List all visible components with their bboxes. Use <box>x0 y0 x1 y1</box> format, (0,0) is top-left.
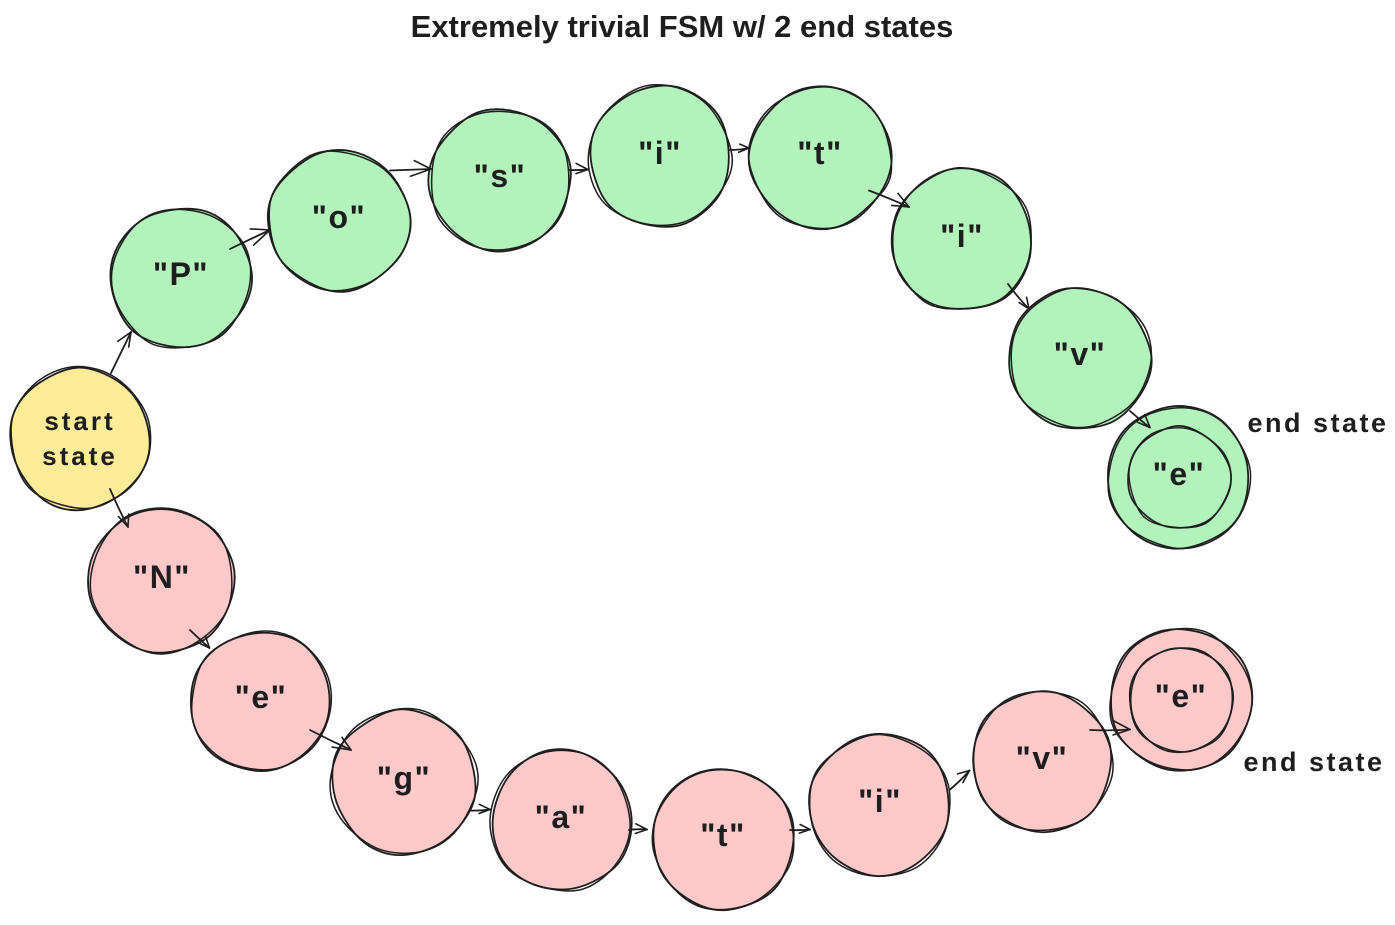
svg-text:"o": "o" <box>312 199 366 235</box>
svg-text:"t": "t" <box>797 135 843 171</box>
svg-text:"i": "i" <box>858 783 902 819</box>
svg-text:"a": "a" <box>535 799 588 835</box>
svg-text:"v": "v" <box>1016 740 1069 776</box>
svg-text:"N": "N" <box>133 559 191 595</box>
svg-text:Extremely trivial FSM w/ 2 end: Extremely trivial FSM w/ 2 end states <box>411 9 954 44</box>
svg-text:"P": "P" <box>153 256 209 292</box>
svg-text:"i": "i" <box>638 135 682 171</box>
svg-text:"e": "e" <box>1155 678 1208 714</box>
svg-text:"v": "v" <box>1054 336 1107 372</box>
svg-text:end state: end state <box>1243 747 1384 777</box>
svg-text:"s": "s" <box>474 158 527 194</box>
svg-text:"e": "e" <box>1153 456 1206 492</box>
svg-text:"i": "i" <box>940 218 984 254</box>
svg-text:end state: end state <box>1247 408 1388 438</box>
svg-text:"t": "t" <box>700 817 746 853</box>
svg-text:"e": "e" <box>235 679 288 715</box>
svg-text:state: state <box>42 441 118 471</box>
svg-text:"g": "g" <box>377 760 431 796</box>
svg-text:start: start <box>44 406 115 436</box>
